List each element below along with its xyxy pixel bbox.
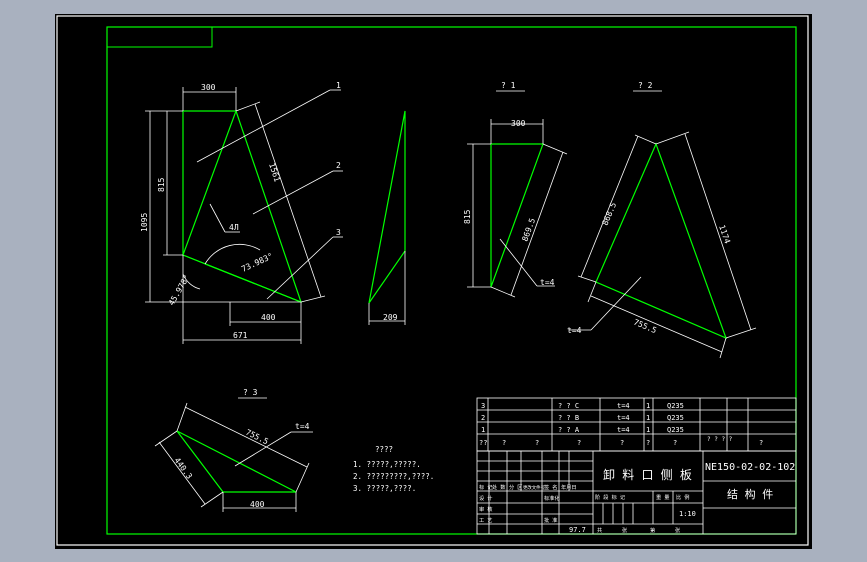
tb-label-design: 设 计: [479, 494, 493, 502]
parts-row-3-mat: Q235: [667, 426, 684, 434]
tb-label-change-doc: 更改文件号: [523, 484, 546, 491]
hole-label: 4Л: [229, 223, 239, 232]
parts-header-remark: ?: [759, 439, 763, 447]
view-2-dim-bottom: 755.5: [632, 318, 658, 336]
parts-row-2-t: t=4: [617, 414, 630, 422]
sheet-outer-border: [56, 15, 809, 546]
notes-line-2: 2. ?????????,????.: [353, 472, 434, 481]
notes-line-1: 1. ?????,?????.: [353, 460, 421, 469]
view-2-part-outline: [595, 142, 728, 340]
callout-1: 1: [336, 81, 341, 90]
parts-row-1-no: 3: [481, 402, 485, 410]
parts-row-1-t: t=4: [617, 402, 630, 410]
tb-label-check: 审 核: [479, 505, 493, 513]
parts-header-thickness: ?: [620, 439, 624, 447]
view-1-title: ? 1: [501, 81, 516, 90]
parts-header-weight: ? ? ? ?: [707, 436, 733, 443]
view-3-dim-diag: 755.5: [244, 428, 270, 447]
tb-scale: 1:10: [679, 510, 696, 518]
tb-category: 结 构 件: [727, 487, 773, 501]
parts-header-code: ?: [502, 439, 506, 447]
parts-row-2-no: 2: [481, 414, 485, 422]
dim-bottom-671: 671: [233, 331, 248, 340]
parts-row-1-mat: Q235: [667, 402, 684, 410]
dim-bottom-400: 400: [261, 313, 276, 322]
cad-viewport[interactable]: 300 1095 815 1561 73.983° 45.978° 400 67…: [55, 14, 812, 549]
dim-height-815: 815: [157, 177, 166, 192]
dim-side-width: 209: [383, 313, 398, 322]
notes-line-3: 3. ?????,????.: [353, 484, 416, 493]
dim-slant-1561: 1561: [267, 162, 282, 183]
notes-title: ????: [375, 445, 393, 454]
view-3: ? 3 755.5 440.3 400 t=4: [154, 388, 313, 512]
side-part-outline: [368, 110, 406, 304]
dim-angle-73: 73.983°: [240, 251, 274, 273]
view-1: ? 1 300 815 869.5 t=4: [463, 81, 568, 298]
tb-drawing-number: NE150-02-02-102: [705, 462, 795, 473]
tb-title: 卸 料 口 侧 板: [603, 467, 692, 482]
tb-label-date: 年月日: [561, 483, 577, 491]
code-box: [106, 26, 213, 48]
tb-label-sign: 签 名: [544, 483, 558, 491]
side-view: 209: [368, 110, 406, 325]
tb-label-sheets: 张: [622, 526, 628, 534]
view-3-title: ? 3: [243, 388, 258, 397]
callout-2: 2: [336, 161, 341, 170]
view-3-part-outline: [176, 430, 297, 493]
parts-row-3-t: t=4: [617, 426, 630, 434]
drawing-canvas: 300 1095 815 1561 73.983° 45.978° 400 67…: [56, 15, 809, 546]
tb-label-stage: 阶 段 标 记: [595, 493, 625, 501]
view-2: ? 2 868.5 1174 755.5 t=4: [567, 81, 757, 359]
parts-row-3-name: ? ? A: [558, 426, 580, 434]
parts-row-3-qty: 1: [646, 426, 650, 434]
parts-row-1-qty: 1: [646, 402, 650, 410]
parts-header-no: ??: [479, 439, 487, 447]
title-block: 标 记 处 数 分 区 更改文件号 签 名 年月日 设 计 标准化 审 核 工 …: [476, 450, 797, 535]
tb-label-sheet: 张: [675, 526, 681, 534]
parts-row-3-no: 1: [481, 426, 485, 434]
tb-label-approve: 批 准: [544, 516, 558, 524]
tb-label-mark: 标 记: [479, 483, 493, 491]
view-2-dim-right: 1174: [717, 224, 732, 245]
view-1-part-outline: [490, 143, 544, 288]
parts-header-qty: ?: [646, 439, 650, 447]
tb-weight-value: 97.7: [569, 526, 586, 534]
view-1-dim-top: 300: [511, 119, 526, 128]
view-2-thickness: t=4: [567, 326, 582, 335]
view-1-dim-height: 815: [463, 209, 472, 224]
tb-label-sheet-no: 第: [650, 526, 655, 534]
view-2-title: ? 2: [638, 81, 653, 90]
tb-label-standard: 标准化: [544, 494, 560, 502]
tech-notes: ???? 1. ?????,?????. 2. ?????????,????. …: [353, 445, 434, 493]
view-1-thickness: t=4: [540, 278, 555, 287]
callout-3: 3: [336, 228, 341, 237]
drawing-frame: [106, 26, 797, 535]
parts-row-2-qty: 1: [646, 414, 650, 422]
tb-label-zone: 分 区: [509, 483, 523, 491]
tb-label-total: 共: [597, 526, 602, 534]
parts-row-1-name: ? ? C: [558, 402, 579, 410]
main-part-inner-edge: [204, 263, 302, 303]
dim-height-1095: 1095: [140, 213, 149, 232]
main-part-diagonal: [182, 110, 237, 256]
dim-top-width: 300: [201, 83, 216, 92]
parts-header-material: ?: [673, 439, 677, 447]
view-2-dim-left: 868.5: [601, 201, 619, 227]
parts-row-2-name: ? ? B: [558, 414, 579, 422]
parts-header-name: ?: [577, 439, 581, 447]
tb-label-scale: 比 例: [676, 493, 690, 501]
main-view: 300 1095 815 1561 73.983° 45.978° 400 67…: [140, 81, 343, 344]
tb-label-weight: 重 量: [656, 493, 670, 501]
tb-label-process: 工 艺: [479, 517, 493, 524]
parts-header-spec: ?: [535, 439, 539, 447]
parts-row-2-mat: Q235: [667, 414, 684, 422]
tb-label-count: 处 数: [492, 483, 506, 491]
parts-list: 3 ? ? C t=4 1 Q235 2 ? ? B t=4 1 Q235 1 …: [476, 397, 797, 452]
view-3-dim-bottom: 400: [250, 500, 265, 509]
view-3-thickness: t=4: [295, 422, 310, 431]
view-3-dim-left: 440.3: [172, 456, 194, 481]
